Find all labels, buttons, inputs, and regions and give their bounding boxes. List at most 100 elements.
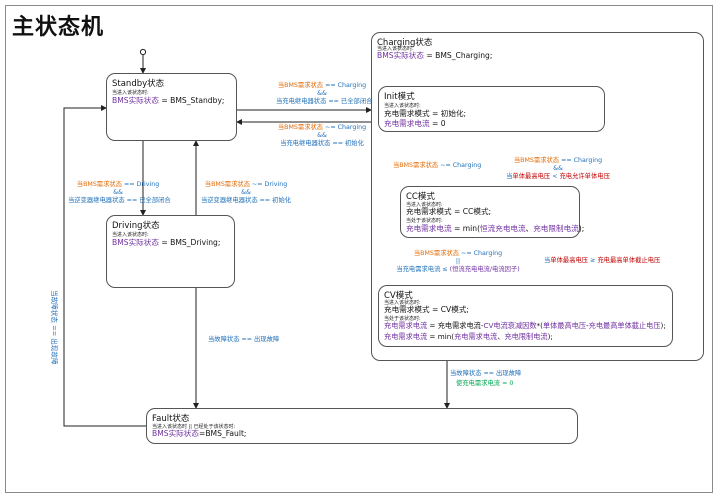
cond-var-2: 充电最高单体截止电压: [597, 257, 661, 264]
cond-var: 当BMS需求状态: [277, 124, 324, 131]
text-1: = min(: [451, 224, 481, 233]
state-cc: CC模式 当进入该状态时: 充电需求模式 = CC模式; 当处于该状态时: 充电…: [400, 186, 584, 238]
cond-var: 当BMS需求状态: [413, 250, 460, 257]
cond-ratio: (恒流充电电流/电流因子): [449, 266, 520, 273]
cond-current: 当充电需求电流 ≤: [396, 266, 450, 273]
action-value: = BMS_Standby;: [158, 96, 225, 105]
cond-var: 当BMS需求状态: [513, 157, 560, 164]
cv-current-line-2: 充电需求电流 = min(充电需求电流、充电限制电流);: [384, 332, 553, 342]
cond-relay: 当逆变器继电器状态 == 初始化: [200, 197, 292, 204]
entry-action: BMS实际状态 = BMS_Standby;: [112, 95, 225, 106]
cond-var: 当BMS需求状态: [76, 181, 122, 188]
state-name: Fault状态: [152, 414, 190, 424]
cond-when: 当: [544, 257, 551, 264]
action-variable: BMS实际状态: [112, 238, 159, 247]
init-mode-line: 充电需求模式 = 初始化;: [384, 109, 467, 118]
entry-label: 当进入该状态时:: [112, 90, 149, 96]
var-1: 充电需求电流: [384, 332, 428, 341]
entry-action: BMS实际状态 = BMS_Charging;: [377, 50, 492, 61]
label-driving-to-standby: 当BMS需求状态 ~= Driving && 当逆变器继电器状态 == 初始化: [198, 181, 294, 205]
arrow-fault-to-standby: [63, 105, 146, 427]
cond-and: &&: [241, 189, 251, 196]
cond-fault: 当故障状态 == 出现故障: [450, 370, 522, 377]
cond-op: ~= Charging: [438, 162, 482, 169]
entry-label: 当进入该状态时:: [384, 300, 421, 306]
action-value: = BMS_Charging;: [423, 51, 493, 60]
label-cc-to-init: 当BMS需求状态 ~= Charging: [393, 162, 481, 170]
entry-label: 当进入该状态时:: [112, 232, 149, 238]
cond-and: &&: [317, 90, 327, 97]
state-cv: CV模式 当进入该状态时: 充电需求模式 = CV模式; 当处于该状态时: 充电…: [378, 285, 673, 347]
initial-dot-standby: [139, 48, 147, 56]
label-driving-to-fault: 当故障状态 == 出现故障: [208, 336, 288, 344]
cc-current-line: 充电需求电流 = min(恒流充电电流、充电限制电流);: [406, 223, 584, 234]
label-standby-to-driving: 当BMS需求状态 == Driving && 当逆变器继电器状态 == 已全部闭…: [68, 181, 171, 205]
state-standby: Standby状态 当进入该状态时: BMS实际状态 = BMS_Standby…: [106, 73, 237, 141]
label-cc-to-cv: 当单体最高电压 ≥ 充电最高单体截止电压: [544, 257, 664, 265]
text-1: = 充电需求电流-: [427, 321, 484, 330]
cond-op: == Charging: [323, 82, 367, 89]
cond-fault: 当故障状态 == 出现故障: [208, 336, 280, 343]
cond-when: 当: [506, 173, 513, 180]
entry-label: 当进入该状态时:: [377, 46, 414, 52]
cond-op: ~= Driving: [250, 181, 288, 188]
entry-label: 当进入该状态时:: [384, 103, 421, 109]
action-variable: BMS实际状态: [377, 51, 424, 60]
action-var: 充电需求电流: [462, 380, 501, 387]
current-value: = 0: [429, 119, 446, 128]
cond-relay: 当充电继电器状态 == 已全部闭合: [276, 98, 373, 105]
state-name: Standby状态: [112, 79, 165, 89]
cond-and: &&: [553, 165, 563, 172]
cv-mode-line: 充电需求模式 = CV模式;: [384, 305, 469, 314]
state-driving: Driving状态 当进入该状态时: BMS实际状态 = BMS_Driving…: [106, 215, 235, 288]
cond-op: ~= Charging: [459, 250, 503, 257]
var-3: 充电限制电流: [504, 332, 548, 341]
state-init: Init模式 当进入该状态时: 充电需求模式 = 初始化; 充电需求电流 = 0: [378, 86, 605, 132]
state-name: Charging状态: [377, 38, 433, 48]
var-1: 充电需求电流: [384, 321, 428, 330]
during-label: 当处于该状态时:: [384, 316, 421, 322]
entry-action: BMS实际状态=BMS_Fault;: [152, 428, 247, 439]
label-standby-to-charging: 当BMS需求状态 == Charging && 当充电继电器状态 == 已全部闭…: [276, 82, 373, 106]
cond-and: &&: [113, 189, 123, 196]
state-fault: Fault状态 当进入该状态时 || 已经处于该状态时: BMS实际状态=BMS…: [146, 408, 578, 444]
entry-label: 当进入该状态时:: [406, 202, 443, 208]
var-4: 充电最高单体截止电压: [588, 321, 661, 330]
label-charging-to-standby: 当BMS需求状态 ~= Charging && 当充电继电器状态 == 初始化: [276, 124, 368, 148]
state-name: CC模式: [406, 192, 435, 202]
diagram-frame: [5, 5, 713, 493]
action-val: = 0: [500, 380, 514, 387]
cond-or: ||: [455, 258, 461, 265]
label-cv-to-init: 当BMS需求状态 ~= Charging || 当充电需求电流 ≤ (恒流充电电…: [392, 250, 524, 274]
cond-var: 当BMS需求状态: [277, 82, 324, 89]
cv-current-line-1: 充电需求电流 = 充电需求电流-CV电流衰减因数*(单体最高电压-充电最高单体截…: [384, 321, 666, 331]
action-variable: BMS实际状态: [112, 96, 159, 105]
text-4: );: [660, 321, 666, 330]
cond-var: 当BMS需求状态: [393, 162, 439, 169]
during-label: 当处于该状态时:: [406, 218, 443, 224]
cond-var: 单体最高电压: [550, 257, 589, 264]
cond-op: ~= Charging: [323, 124, 367, 131]
label-charging-to-fault: 当故障状态 == 出现故障 使充电需求电流 = 0: [450, 369, 530, 389]
text-2: 、: [525, 224, 534, 233]
text-2: 、: [497, 332, 505, 341]
var-2: 恒流充电电流: [480, 224, 526, 233]
var-3: 充电限制电流: [533, 224, 579, 233]
cond-op: == Charging: [559, 157, 603, 164]
var-2: 充电需求电流: [454, 332, 498, 341]
cond-var: 当BMS需求状态: [204, 181, 250, 188]
label-init-to-cc: 当BMS需求状态 == Charging && 当单体最高电压 < 充电允许单体…: [500, 157, 616, 181]
cond-relay: 当充电继电器状态 == 初始化: [280, 140, 364, 147]
state-name: Driving状态: [112, 221, 160, 231]
text-3: );: [547, 332, 553, 341]
entry-action: BMS实际状态 = BMS_Driving;: [112, 237, 220, 248]
cc-mode-line: 充电需求模式 = CC模式;: [406, 207, 492, 216]
text-1: = min(: [427, 332, 455, 341]
cond-op: ≥: [588, 257, 598, 264]
cond-op-2: <: [550, 173, 560, 180]
text-2: *(: [536, 321, 543, 330]
init-current-line: 充电需求电流 = 0: [384, 118, 446, 129]
cond-and: &&: [317, 132, 327, 139]
state-name: CV模式: [384, 291, 413, 301]
